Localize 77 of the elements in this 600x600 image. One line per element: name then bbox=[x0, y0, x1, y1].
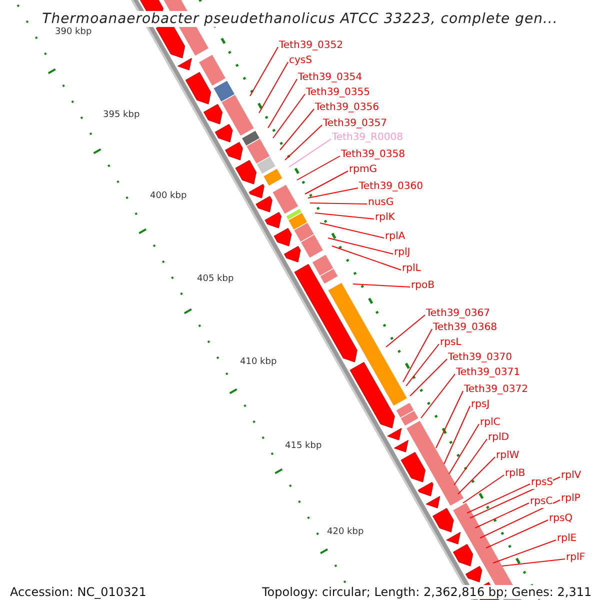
gene-label: rpsJ bbox=[471, 399, 490, 411]
gene-label: rpsL bbox=[440, 337, 462, 349]
gene-label: Teth39_R0008 bbox=[332, 132, 403, 144]
leader-line bbox=[320, 222, 384, 238]
leader-line bbox=[258, 62, 288, 114]
gene-label: Teth39_0360 bbox=[359, 181, 423, 193]
gene-label: cysS bbox=[289, 55, 312, 67]
gene-label: rplK bbox=[375, 212, 395, 224]
leader-line bbox=[480, 500, 560, 538]
leader-line bbox=[310, 202, 368, 204]
gene-label: rplA bbox=[385, 231, 406, 243]
scale-label: 400 kbp bbox=[150, 191, 187, 202]
gene-label: rplJ bbox=[394, 247, 410, 259]
gene-label: Teth39_0358 bbox=[341, 149, 405, 161]
gene-label: rplP bbox=[561, 493, 580, 505]
leader-line bbox=[448, 424, 480, 474]
leader-line bbox=[410, 358, 448, 396]
leader-line bbox=[352, 284, 410, 288]
gene-label: Teth39_0368 bbox=[433, 322, 497, 334]
gene-label: rpsC bbox=[530, 496, 553, 508]
leader-line bbox=[280, 108, 314, 150]
accession-text: Accession: NC_010321 bbox=[10, 585, 146, 599]
gene-label: rpsS bbox=[531, 477, 554, 489]
leader-line bbox=[436, 390, 464, 448]
leader-line bbox=[328, 238, 394, 254]
leader-line bbox=[462, 474, 504, 504]
leader-line bbox=[296, 156, 340, 180]
gene-label: rplB bbox=[505, 468, 526, 480]
leader-line bbox=[250, 46, 278, 96]
gene-label: Teth39_0354 bbox=[298, 72, 362, 84]
gene-label: Teth39_0355 bbox=[306, 87, 370, 99]
scale-label: 410 kbp bbox=[240, 357, 277, 368]
leader-line bbox=[454, 438, 488, 486]
leader-line bbox=[314, 212, 374, 220]
scale-label: 415 kbp bbox=[285, 441, 322, 452]
gene-label: Teth39_0356 bbox=[315, 102, 379, 114]
gene-label: Teth39_0370 bbox=[448, 352, 512, 364]
leader-line bbox=[502, 558, 566, 566]
leader-line bbox=[406, 344, 440, 386]
scale-label: 420 kbp bbox=[327, 527, 364, 538]
leader-line bbox=[268, 78, 298, 128]
leader-line bbox=[420, 374, 456, 418]
leader-line bbox=[486, 520, 548, 548]
map-title: Thermoanaerobacter pseudethanolicus ATCC 33223, complete gen... bbox=[42, 11, 558, 27]
gene-label: rplC bbox=[480, 417, 500, 429]
leader-line bbox=[466, 484, 530, 514]
gene-label: rpsQ bbox=[549, 513, 573, 525]
gene-label: rplV bbox=[561, 470, 582, 482]
leader-line bbox=[308, 188, 358, 198]
gene-label: rplF bbox=[566, 552, 585, 564]
leader-line bbox=[332, 246, 402, 270]
leader-line bbox=[386, 314, 426, 348]
gene-label: Teth39_0352 bbox=[279, 40, 343, 52]
scale-label: 395 kbp bbox=[103, 110, 140, 121]
topology-text: Topology: circular; Length: 2,362,816 bp; Genes: 2,311 bbox=[262, 585, 592, 599]
leader-line bbox=[284, 124, 322, 160]
gene-label: rplW bbox=[496, 450, 520, 462]
leader-line bbox=[272, 94, 306, 138]
gene-label: rpoB bbox=[411, 280, 434, 292]
gene-label: Teth39_0367 bbox=[426, 308, 490, 320]
gene-label: rplL bbox=[402, 263, 421, 275]
gene-label: Teth39_0372 bbox=[464, 384, 528, 396]
leader-line bbox=[288, 138, 332, 168]
leader-line bbox=[492, 540, 556, 564]
leader-line bbox=[402, 328, 432, 382]
scale-label: 405 kbp bbox=[197, 274, 234, 285]
gene-label: rpmG bbox=[349, 164, 377, 176]
leader-line bbox=[444, 406, 470, 464]
leader-line bbox=[470, 476, 560, 518]
gene-label: Teth39_0371 bbox=[456, 367, 520, 379]
gene-label: rplE bbox=[557, 533, 577, 545]
scale-label: 390 kbp bbox=[55, 27, 92, 38]
leader-line bbox=[458, 456, 496, 494]
gene-label: rplD bbox=[488, 432, 509, 444]
leader-line bbox=[474, 502, 530, 528]
gene-label: Teth39_0357 bbox=[323, 118, 387, 130]
leader-line bbox=[304, 170, 348, 194]
